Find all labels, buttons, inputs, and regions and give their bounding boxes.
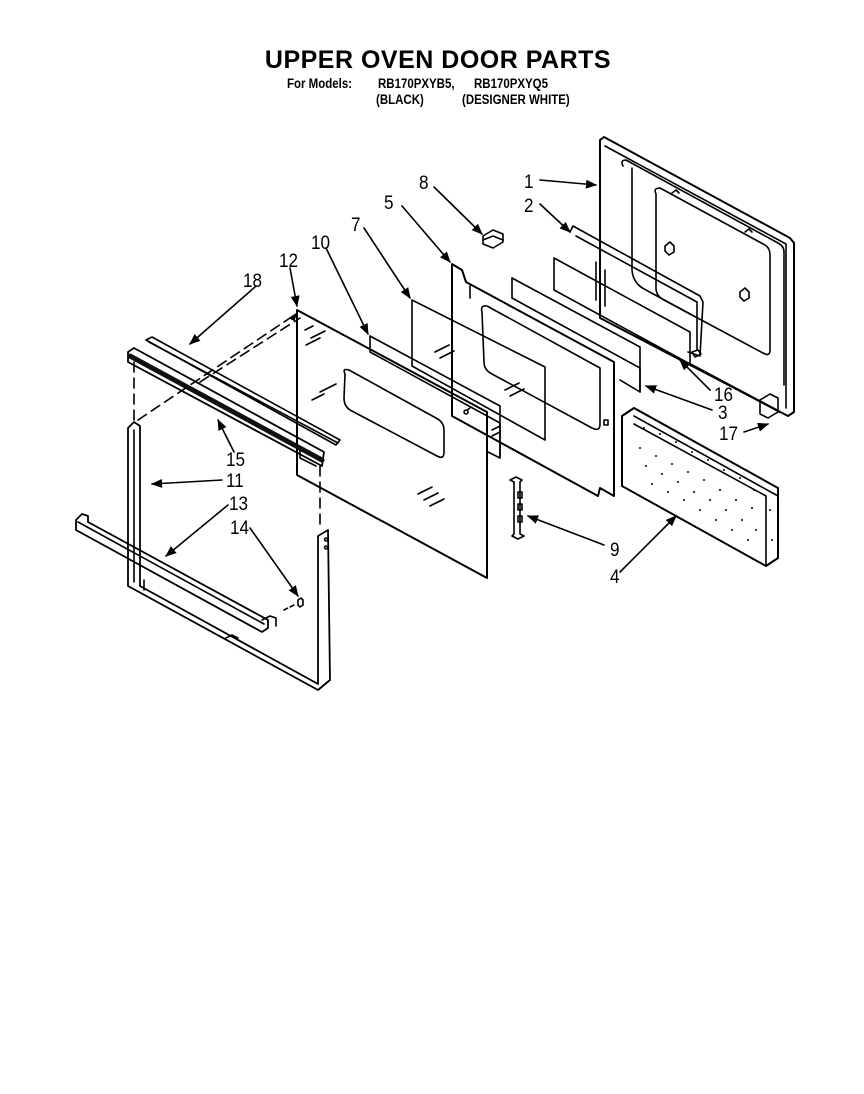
callout-18[interactable]: 18 <box>243 271 263 292</box>
alignment-lines <box>133 317 321 531</box>
part-3-panel <box>511 277 641 393</box>
part-18-strip <box>145 336 341 446</box>
callout-12[interactable]: 12 <box>279 251 299 272</box>
callout-4[interactable]: 4 <box>610 567 620 588</box>
part-11-door-frame <box>127 421 331 691</box>
callout-15[interactable]: 15 <box>226 450 246 471</box>
callout-1[interactable]: 1 <box>524 172 534 193</box>
part-8-clip <box>482 229 504 249</box>
callout-9[interactable]: 9 <box>610 540 620 561</box>
part-10-glass <box>369 335 501 459</box>
callout-14[interactable]: 14 <box>230 518 250 539</box>
model-color-black: (BLACK) <box>376 92 424 107</box>
part-12-front-glass <box>296 309 488 579</box>
part-5-inner-liner <box>451 263 615 497</box>
callout-3[interactable]: 3 <box>718 403 728 424</box>
page-title: UPPER OVEN DOOR PARTS <box>264 46 612 74</box>
models-label: For Models: <box>287 76 353 91</box>
callout-7[interactable]: 7 <box>351 215 361 236</box>
part-4-insulation-block <box>621 407 779 567</box>
part-14-clip <box>283 597 304 611</box>
callout-13[interactable]: 13 <box>229 494 249 515</box>
model-code-white: RB170PXYQ5 <box>474 76 548 91</box>
part-7-glass <box>411 299 546 441</box>
part-15-top-trim <box>127 347 325 467</box>
part-13-handle <box>75 513 277 633</box>
model-code-black: RB170PXYB5, <box>378 76 455 91</box>
callout-10[interactable]: 10 <box>311 233 331 254</box>
callout-2[interactable]: 2 <box>524 196 534 217</box>
callout-5[interactable]: 5 <box>384 193 394 214</box>
callout-11[interactable]: 11 <box>226 471 244 492</box>
callout-16[interactable]: 16 <box>714 385 734 406</box>
leader-lines <box>150 179 770 597</box>
callout-17[interactable]: 17 <box>719 424 739 445</box>
insulation-dots <box>639 427 773 541</box>
callout-8[interactable]: 8 <box>419 173 429 194</box>
part-1-outer-door-panel <box>599 136 795 419</box>
part-16-strip <box>553 257 782 414</box>
part-9-bracket <box>509 476 525 540</box>
model-color-white: (DESIGNER WHITE) <box>462 92 570 107</box>
